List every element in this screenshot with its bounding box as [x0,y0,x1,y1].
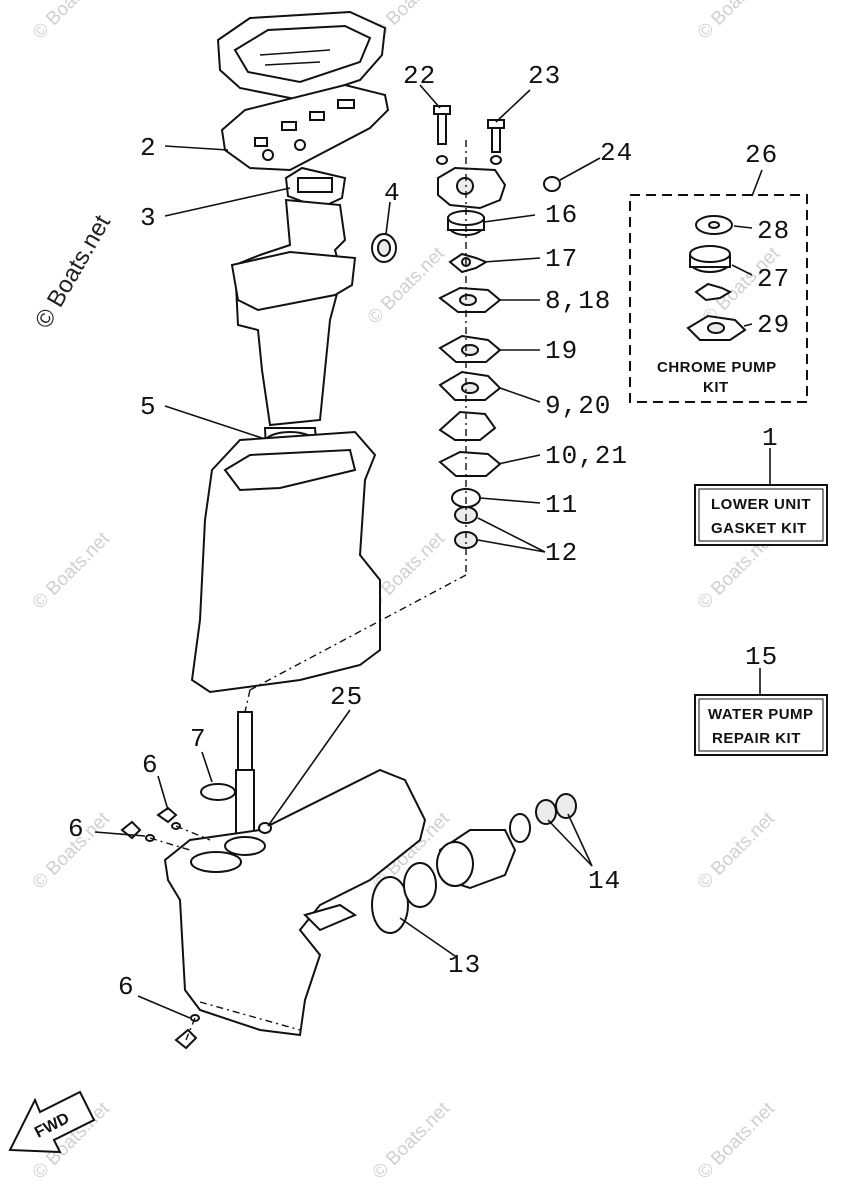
callout-11: 11 [545,490,578,520]
callout-22: 22 [403,61,436,91]
chrome-pump-kit-label-2: KIT [703,379,729,396]
gasket-part-2 [220,83,390,172]
callout-28: 28 [757,216,790,246]
middle-casing [190,430,381,694]
upper-casing-part-5 [230,198,357,466]
callout-25: 25 [330,682,363,712]
callout-16: 16 [545,200,578,230]
callout-29: 29 [757,310,790,340]
leader-3 [164,187,291,217]
water-pump-kit-label-2: REPAIR KIT [712,730,801,747]
lower-unit-kit-label-1: LOWER UNIT [711,496,811,513]
callout-12: 12 [545,538,578,568]
callout-7: 7 [190,724,207,754]
callout-3: 3 [140,203,157,233]
callout-8-18: 8,18 [545,286,611,316]
pump-leaders [419,84,601,553]
watermark: © Boats.net [694,1098,780,1184]
watermark-layer: © Boats.net © Boats.net © Boats.net © Bo… [29,0,785,1184]
water-pump-kit-label-1: WATER PUMP [708,706,814,723]
callout-15: 15 [745,642,778,672]
callout-19: 19 [545,336,578,366]
callout-13: 13 [448,950,481,980]
watermark: © Boats.net [694,808,780,894]
callout-numbers: 2 3 4 5 22 23 24 26 16 17 8,18 19 9,20 1… [68,61,790,1002]
seal-part-4 [371,233,397,263]
callout-6a: 6 [142,750,159,780]
chrome-pump-kit-box: CHROME PUMP KIT [629,194,808,403]
callout-9-20: 9,20 [545,391,611,421]
callout-10-21: 10,21 [545,441,628,471]
watermark: © Boats.net [29,0,115,44]
watermark: © Boats.net [369,1098,455,1184]
leader-26 [751,169,763,197]
callout-6b: 6 [68,814,85,844]
callout-2: 2 [140,133,157,163]
lower-unit-gasket-kit-box: LOWER UNIT GASKET KIT [694,448,828,546]
exhaust-plate-part-3 [284,166,347,210]
callout-14: 14 [588,866,621,896]
lower-unit-kit-label-2: GASKET KIT [711,520,807,537]
leader-5 [164,405,269,441]
callout-27: 27 [757,264,790,294]
callout-23: 23 [528,61,561,91]
callout-6c: 6 [118,972,135,1002]
callout-26: 26 [745,140,778,170]
callout-1: 1 [762,423,779,453]
watermark-side: © Boats.net [30,210,116,333]
callout-24: 24 [600,138,633,168]
callout-5: 5 [140,392,157,422]
leader-4 [385,201,391,235]
lower-leaders [94,709,593,1019]
watermark: © Boats.net [694,0,780,44]
watermark: © Boats.net [29,528,115,614]
water-pump-stack [244,105,561,713]
chrome-pump-kit-label-1: CHROME PUMP [657,359,777,376]
water-pump-repair-kit-box: WATER PUMP REPAIR KIT [694,668,828,756]
leader-2 [164,145,229,151]
top-cover-plate [216,10,387,102]
callout-4: 4 [384,178,401,208]
lower-unit-gearcase [120,711,577,1050]
callout-17: 17 [545,244,578,274]
